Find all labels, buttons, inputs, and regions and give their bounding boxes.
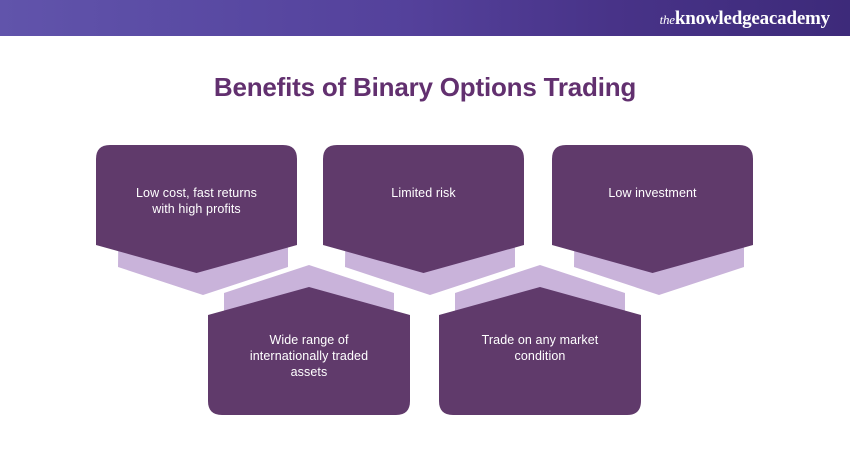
card-body-wide-range [208, 287, 410, 415]
card-shape-limited-risk [323, 145, 524, 295]
card-shape-any-market [439, 265, 641, 415]
card-body-low-cost [96, 145, 297, 273]
card-shape-low-investment [552, 145, 753, 295]
benefit-label-any-market: Trade on any market condition [481, 333, 599, 363]
benefit-card-limited-risk: Limited risk [323, 145, 524, 295]
brand-logo: theknowledgeacademy [660, 9, 850, 28]
page-title: Benefits of Binary Options Trading [213, 72, 637, 102]
logo-main-text: knowledgeacademy [674, 7, 830, 29]
benefit-label-low-investment: Low investment [608, 186, 697, 200]
card-body-limited-risk [323, 145, 524, 273]
logo-the-text: the [659, 11, 676, 27]
card-shape-low-cost [96, 145, 297, 295]
benefit-label-low-cost: Low cost, fast returns with high profits [136, 186, 257, 216]
card-shape-wide-range [208, 265, 410, 415]
benefit-card-low-investment: Low investment [552, 145, 753, 295]
benefit-label-limited-risk: Limited risk [391, 186, 456, 200]
benefit-card-any-market: Trade on any market condition [439, 265, 641, 415]
card-body-low-investment [552, 145, 753, 273]
header-bar: theknowledgeacademy [0, 0, 850, 36]
card-body-any-market [439, 287, 641, 415]
benefit-card-low-cost: Low cost, fast returns with high profits [96, 145, 297, 295]
benefit-label-wide-range: Wide range of internationally traded ass… [249, 333, 369, 379]
benefit-card-wide-range: Wide range of internationally traded ass… [208, 265, 410, 415]
